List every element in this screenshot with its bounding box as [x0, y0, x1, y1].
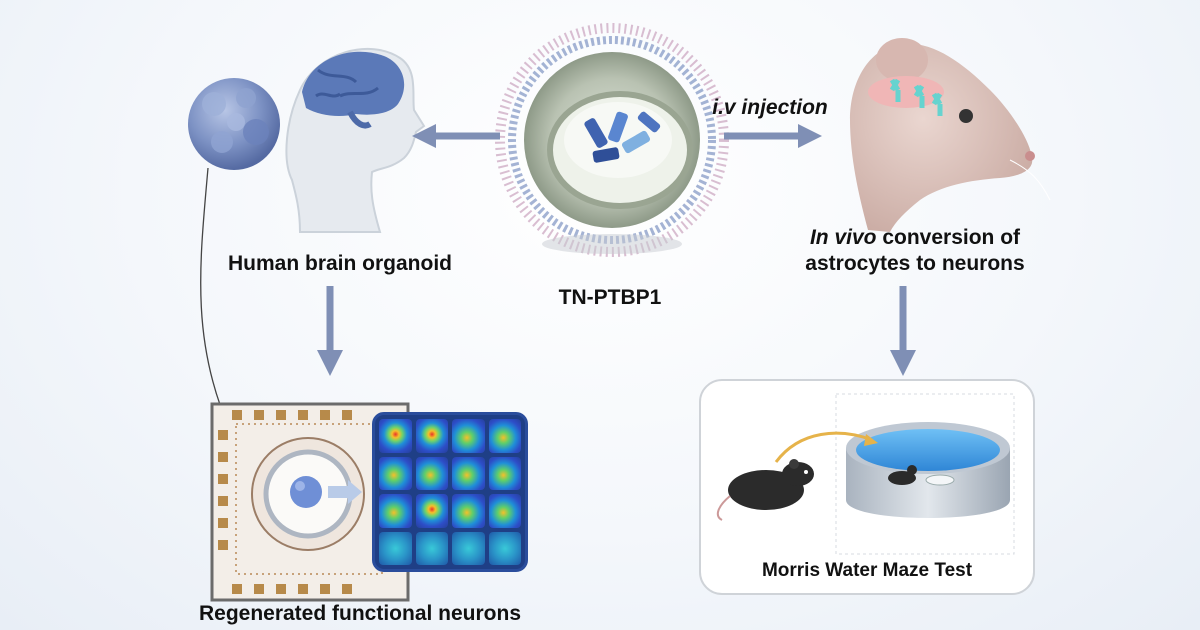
- organoid-sphere-icon: [188, 78, 280, 170]
- arrow-down-right: [890, 286, 916, 376]
- heatmap-cell: [452, 419, 485, 453]
- organoid-link-line: [200, 167, 231, 431]
- heatmap-cell: [379, 419, 412, 453]
- heatmap-cell: [452, 531, 485, 565]
- nanoparticle-label: TN-PTBP1: [558, 286, 662, 309]
- arrow-to-head: [412, 124, 500, 148]
- arrow-injection: [724, 124, 822, 148]
- nanoparticle-icon: [495, 23, 729, 257]
- arrow-down-left: [317, 286, 343, 376]
- human-head-brain-icon: [285, 47, 426, 233]
- regenerated-label: Regenerated functional neurons: [198, 602, 522, 625]
- pool-zoom-frame: [835, 393, 1015, 555]
- swim-path-arrow: [774, 431, 873, 463]
- injection-label: i.v injection: [712, 96, 828, 119]
- heatmap-cell: [452, 456, 485, 490]
- heatmap-cell: [379, 456, 412, 490]
- heatmap-cell: [379, 531, 412, 565]
- neuron-activity-heatmap: [372, 412, 528, 572]
- maze-label: Morris Water Maze Test: [761, 560, 973, 581]
- heatmap-cell: [415, 494, 448, 528]
- conversion-label-line2: astrocytes to neurons: [805, 252, 1025, 275]
- heatmap-cell: [488, 494, 521, 528]
- heatmap-cell: [488, 456, 521, 490]
- water-maze-pool-icon: [846, 422, 1010, 518]
- organoid-label: Human brain organoid: [227, 252, 452, 275]
- mouse-head-icon: [850, 38, 1051, 232]
- conversion-label-rest: conversion of: [876, 226, 1021, 249]
- heatmap-cell: [488, 531, 521, 565]
- heatmap-cell: [415, 419, 448, 453]
- heatmap-cell: [488, 419, 521, 453]
- black-mouse-icon: [716, 459, 814, 521]
- heatmap-cell: [379, 494, 412, 528]
- conversion-label: In vivo conversion of: [790, 226, 1040, 250]
- conversion-label-italic: In vivo: [809, 226, 877, 249]
- heatmap-cell: [415, 531, 448, 565]
- heatmap-cell: [452, 494, 485, 528]
- heatmap-cell: [415, 456, 448, 490]
